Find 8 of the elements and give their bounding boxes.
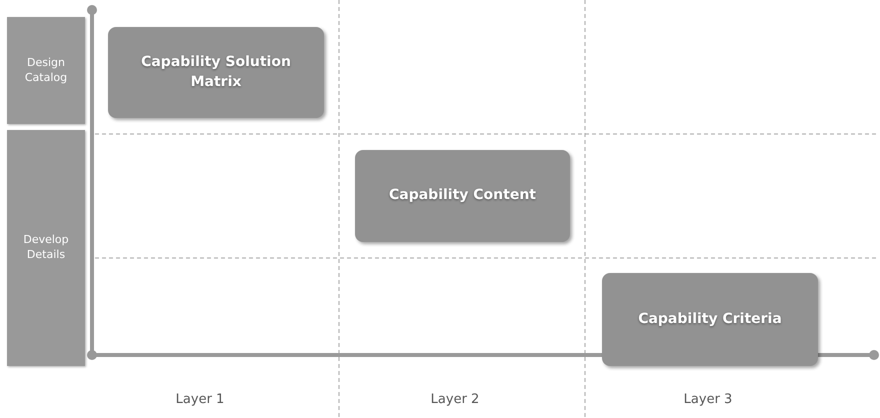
process-box: Capability Criteria — [602, 273, 818, 366]
process-box: Capability Content — [355, 150, 570, 242]
row-header: Design Catalog — [7, 17, 85, 124]
process-box: Capability Solution Matrix — [108, 27, 324, 118]
row-header: Develop Details — [7, 130, 85, 366]
axis-label: Layer 2 — [430, 392, 480, 407]
axis-label: Layer 1 — [174, 392, 226, 407]
axis-label: Layer 3 — [682, 392, 734, 407]
